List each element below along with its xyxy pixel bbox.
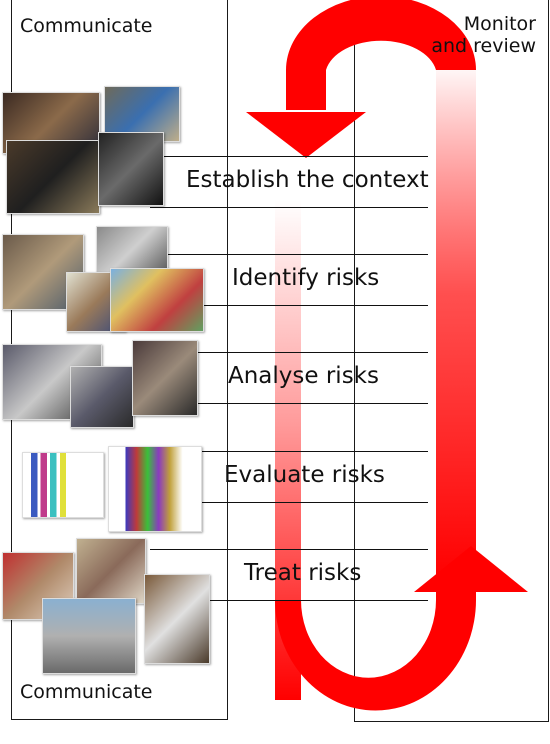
photo-cabinet: [96, 226, 168, 274]
right-fade-bar: [436, 60, 476, 580]
step-label: Identify risks: [232, 265, 380, 291]
photo-building: [42, 598, 136, 674]
photo-bar-chart: [22, 452, 104, 518]
step-label: Establish the context: [186, 167, 429, 193]
monitor-review-label: Monitor and review: [431, 13, 536, 58]
step-identify-risks: Identify risks: [150, 254, 428, 306]
monitor-label-line2: and review: [431, 34, 536, 57]
communicate-label-top: Communicate: [20, 15, 153, 37]
step-analyse-risks: Analyse risks: [150, 352, 428, 404]
bottom-curve-arrow: [275, 590, 476, 711]
monitor-review-panel: [354, 0, 549, 722]
photo-portrait-display: [98, 132, 164, 206]
arrow-head-up: [414, 546, 528, 592]
step-label: Analyse risks: [228, 363, 379, 389]
photo-3d-chart: [108, 446, 202, 532]
photo-library-stacks: [144, 574, 210, 664]
arrow-head-down: [246, 112, 366, 158]
step-treat-risks: Treat risks: [150, 549, 428, 601]
step-establish-context: Establish the context: [150, 156, 429, 208]
photo-interior: [6, 140, 100, 214]
step-evaluate-risks: Evaluate risks: [150, 451, 428, 503]
photo-discussion: [132, 340, 198, 416]
photo-world-map: [110, 268, 204, 332]
photo-office-person: [76, 538, 146, 604]
step-label: Evaluate risks: [224, 462, 385, 488]
photo-group-standing: [70, 366, 134, 428]
communicate-label-bottom: Communicate: [20, 681, 153, 703]
step-label: Treat risks: [244, 560, 362, 586]
curved-u-arrow-icon: [286, 0, 476, 110]
monitor-label-line1: Monitor: [463, 13, 536, 35]
